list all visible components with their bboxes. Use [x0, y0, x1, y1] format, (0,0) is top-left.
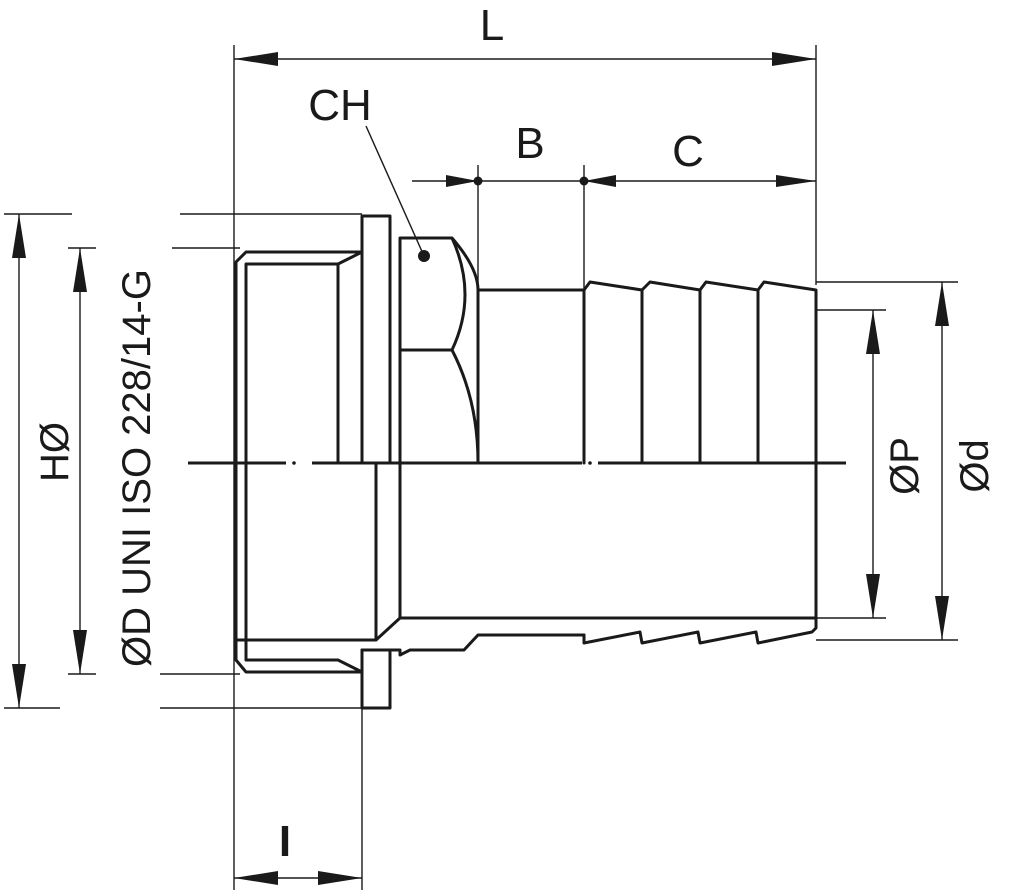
arrow-icon	[776, 175, 816, 187]
arrow-icon	[584, 175, 616, 187]
label-thread: ØD UNI ISO 228/14-G	[115, 269, 159, 667]
collar-base-lower	[360, 633, 586, 657]
center-axis-dot-1	[292, 461, 296, 465]
thread-body-upper	[234, 250, 364, 465]
dimension-d-barb: Ød	[816, 281, 997, 641]
leader-ch: CH	[308, 81, 430, 262]
label-l: L	[480, 1, 504, 50]
arrow-icon	[866, 310, 880, 354]
label-p: ØP	[883, 437, 927, 495]
center-axis-dot-2	[588, 461, 592, 465]
flange-lower-step	[234, 461, 402, 642]
dimension-d-thread: ØD UNI ISO 228/14-G	[68, 247, 240, 675]
fitting-outline	[188, 214, 846, 710]
flange	[360, 214, 392, 710]
dimension-h: HØ	[4, 213, 362, 709]
thread-chamfer-lower	[244, 461, 364, 674]
dimension-i: I	[233, 463, 363, 890]
arrow-icon	[234, 871, 278, 885]
label-h: HØ	[33, 422, 77, 482]
body-lower	[398, 461, 818, 620]
label-i: I	[279, 817, 291, 866]
label-c: C	[672, 127, 704, 176]
arrow-icon	[446, 175, 478, 187]
arrow-icon	[73, 630, 87, 674]
dimension-p: ØP	[816, 309, 927, 619]
label-d: Ød	[953, 439, 997, 492]
arrow-icon	[772, 52, 816, 66]
neck-upper	[476, 288, 586, 465]
dimension-l: L	[233, 1, 817, 463]
arrow-icon	[234, 52, 278, 66]
leader-dot	[418, 250, 430, 262]
dimension-b-c: B C	[412, 119, 816, 290]
label-ch: CH	[308, 81, 372, 130]
arrow-icon	[12, 664, 26, 708]
arrow-icon	[12, 214, 26, 258]
arrow-icon	[318, 871, 362, 885]
barb-upper	[582, 280, 818, 465]
thread-chamfer-upper	[244, 250, 364, 465]
arrow-icon	[73, 248, 87, 292]
arrow-icon	[866, 574, 880, 618]
label-b: B	[515, 119, 544, 168]
arrow-icon	[935, 282, 949, 326]
hex-upper	[398, 236, 480, 465]
arrow-icon	[935, 596, 949, 640]
barb-lower	[582, 616, 818, 645]
